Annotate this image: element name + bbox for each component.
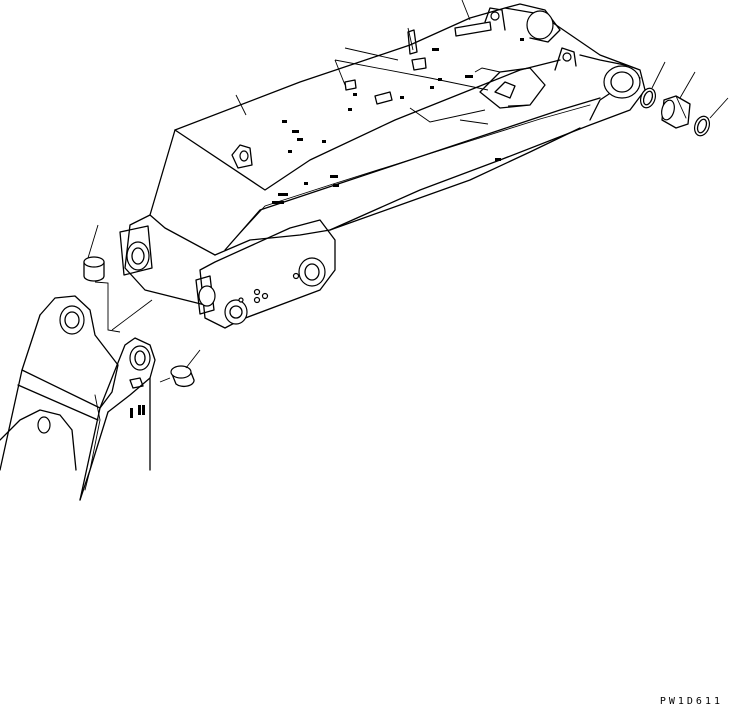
- boom-foot-bushing: [83, 256, 105, 282]
- figure-code: PW1D611: [659, 696, 723, 707]
- arm-structure: [0, 295, 156, 501]
- boom-structure: [119, 3, 646, 329]
- boom-top-seal-left: [639, 87, 657, 109]
- boom-top-seal-right: [693, 115, 711, 137]
- boom-top-bushing: [661, 95, 691, 129]
- arm-top-bushing: [170, 365, 195, 388]
- leader-lines: [87, 0, 729, 383]
